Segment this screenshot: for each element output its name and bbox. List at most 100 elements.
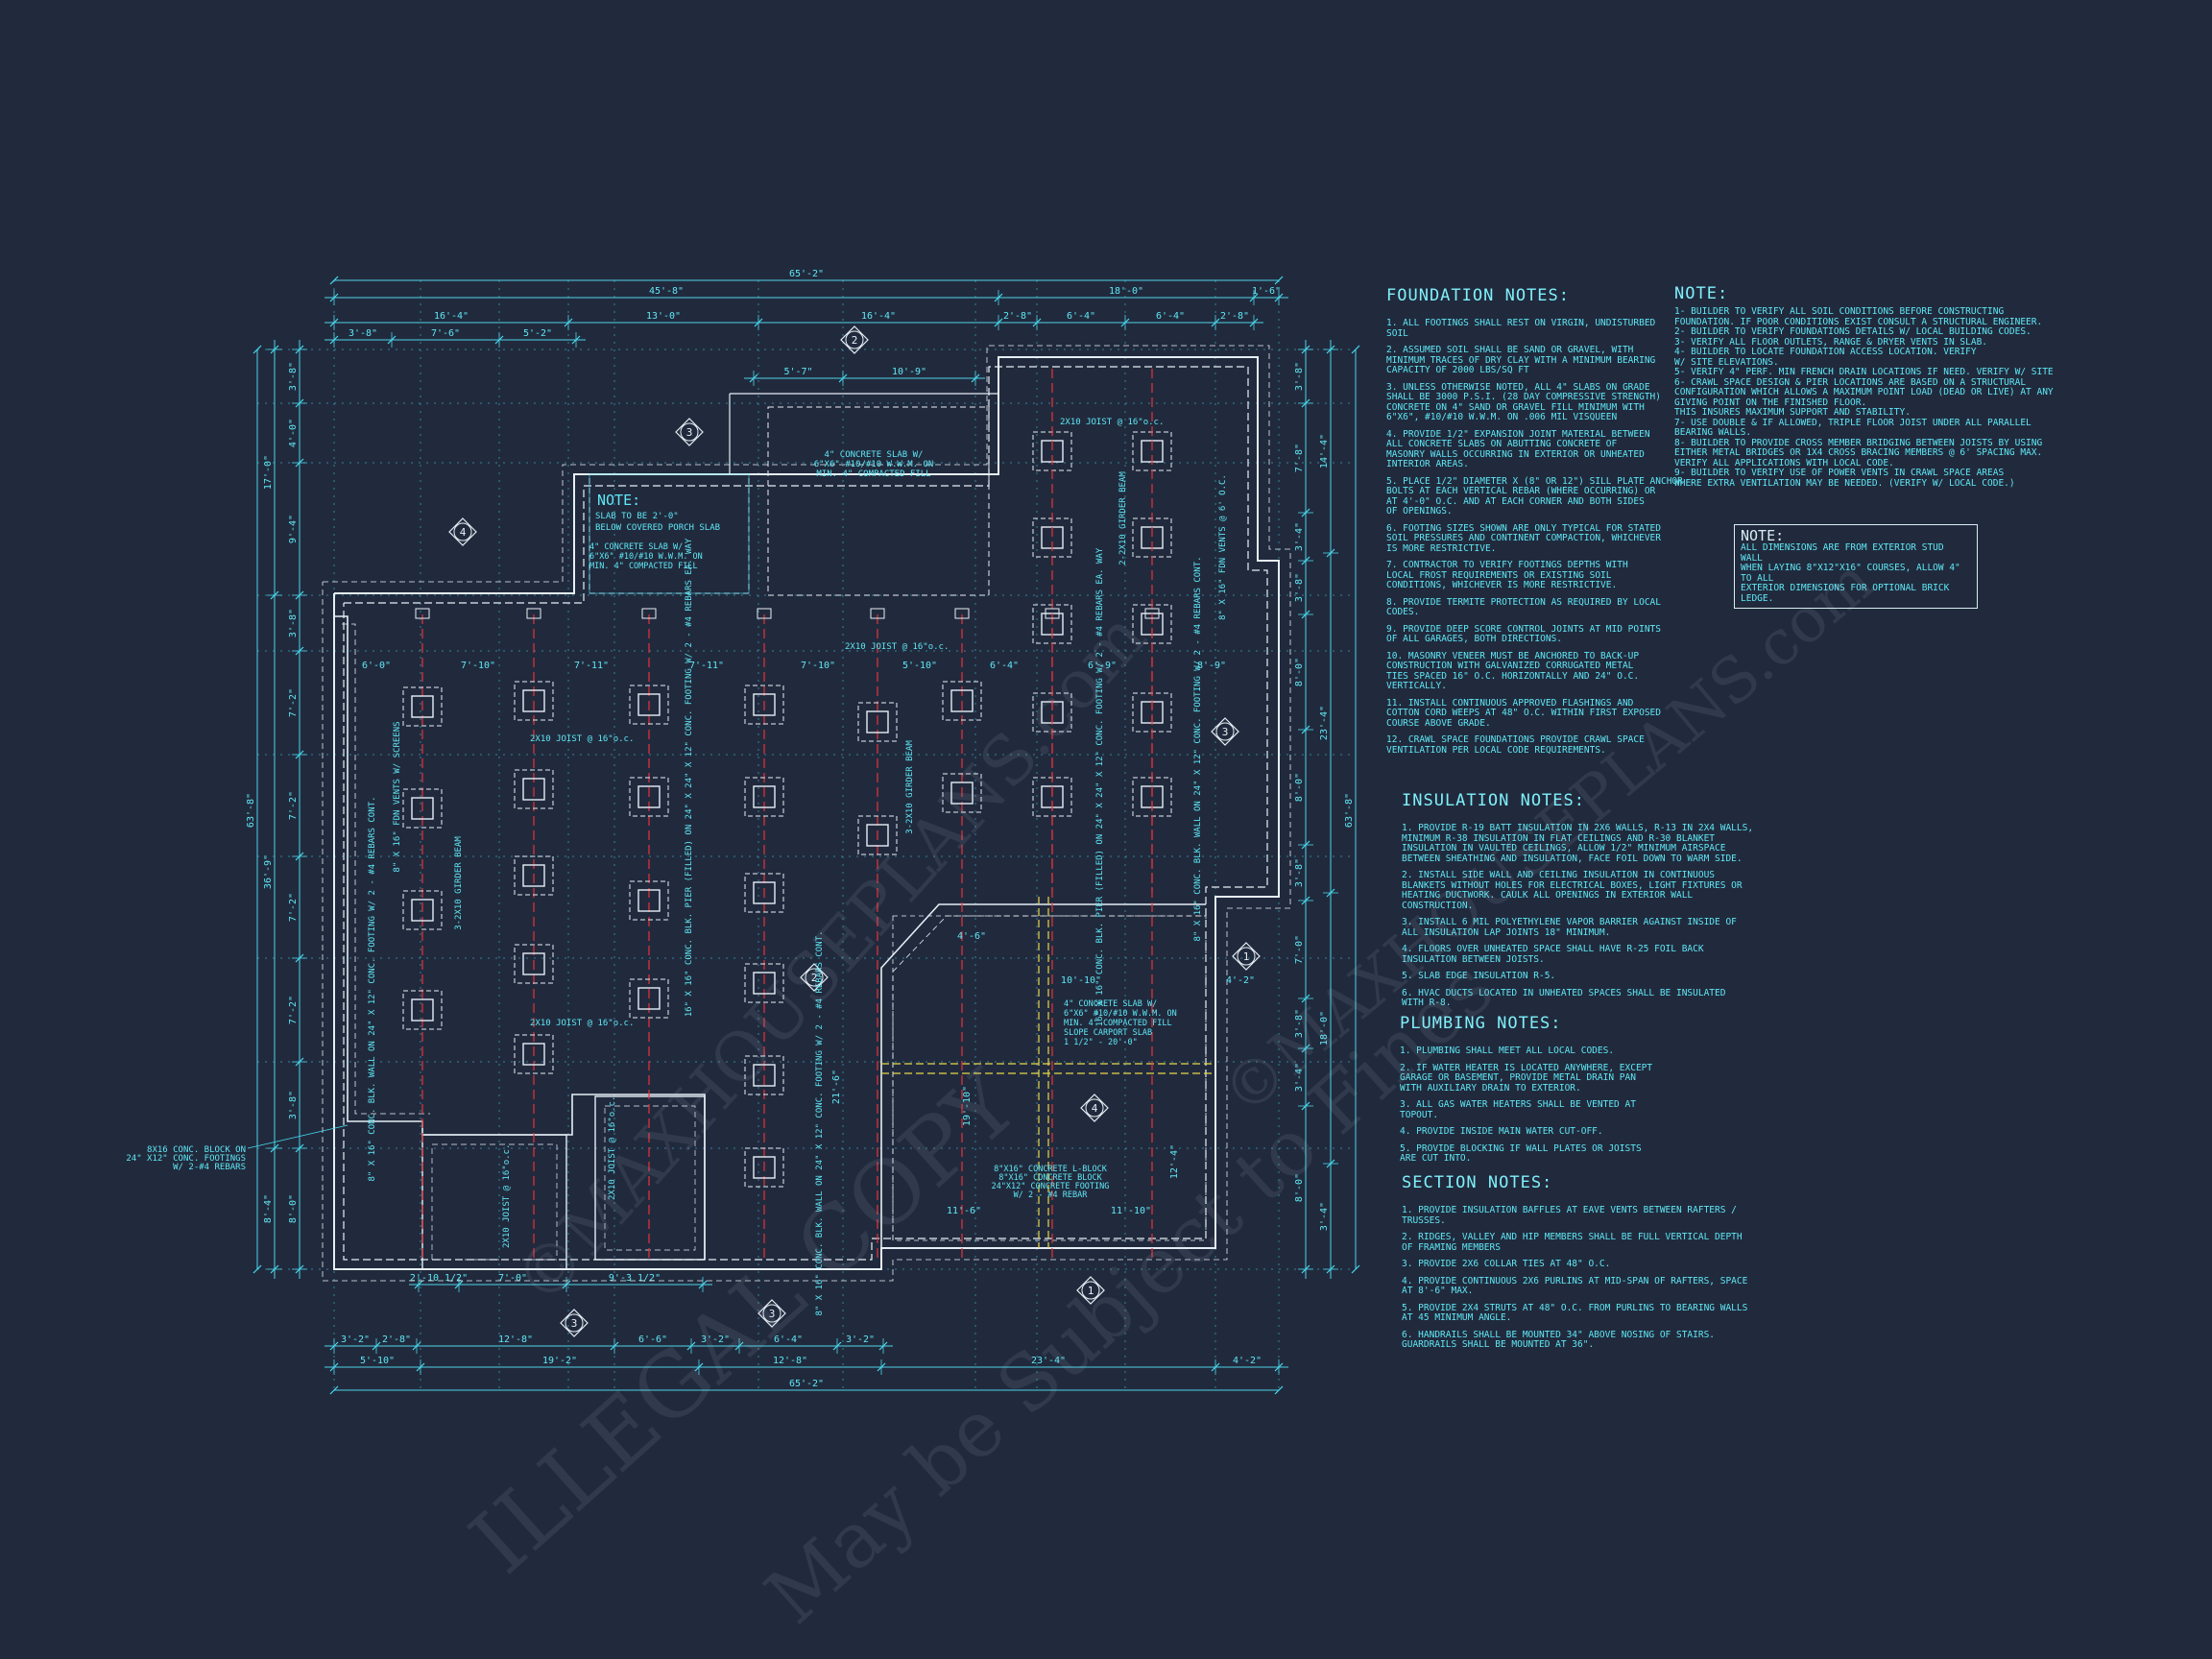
porch-slab-text: MIN. 4" COMPACTED FILL (589, 562, 698, 571)
section-notes-item: 6. HANDRAILS SHALL BE MOUNTED 34" ABOVE … (1402, 1329, 1716, 1350)
dimension-label: 6'-6" (638, 1334, 667, 1345)
dimension-tick (694, 1362, 704, 1372)
section-notes: SECTION NOTES: 1. PROVIDE INSULATION BAF… (1402, 1173, 1786, 1358)
dimension-tick (1301, 556, 1310, 565)
dimension-label: 6'-4" (774, 1334, 803, 1345)
dimension-tick (387, 335, 397, 345)
dimension-tick (295, 458, 304, 468)
dimension-tick (610, 1341, 619, 1351)
section-marker (757, 1299, 786, 1328)
porch-note-text: BELOW COVERED PORCH SLAB (595, 523, 720, 533)
pier-block (753, 785, 776, 808)
carport-wall (880, 903, 1206, 1248)
dimension-tick (295, 750, 304, 759)
section-marker-label: 2 (811, 972, 818, 984)
pier-block (753, 881, 776, 904)
pier-block (753, 972, 776, 995)
dimension-tick (295, 398, 304, 408)
general-note-item: 8- BUILDER TO PROVIDE CROSS MEMBER BRIDG… (1674, 437, 2043, 469)
dimension-label: 3'-8" (1294, 1009, 1305, 1038)
dimension-tick (295, 852, 304, 861)
plumbing-notes: PLUMBING NOTES: 1. PLUMBING SHALL MEET A… (1400, 1014, 1784, 1171)
dimension-tick (838, 373, 848, 383)
carport-slab-text: MIN. 4" COMPACTED FILL (1064, 1019, 1172, 1028)
section-notes-item: 2. RIDGES, VALLEY AND HIP MEMBERS SHALL … (1402, 1232, 1743, 1253)
dimension-tick (749, 373, 758, 383)
pier-footing (514, 855, 554, 896)
dimension-tick (877, 1362, 886, 1372)
insulation-notes-item: 4. FLOORS OVER UNHEATED SPACE SHALL HAVE… (1402, 944, 1704, 965)
pier-footing (857, 702, 898, 742)
dimension-tick (329, 1341, 339, 1351)
pier-block (637, 889, 661, 912)
dimension-label: 23'-4" (1319, 706, 1330, 740)
dimension-label: 7'-2" (288, 996, 299, 1024)
joist-label: 2X10 JOIST @ 16"o.c. (608, 1096, 617, 1200)
dimension-label: 3'-8" (288, 1091, 299, 1119)
dimension-label: 18'-0" (1109, 286, 1143, 297)
dimension-note-title: NOTE: (1741, 527, 1785, 544)
interior-dimension: 4'-2" (1226, 975, 1255, 986)
pier-note: 16" X 16" CONC. BLK. PIER (FILLED) ON 24… (1095, 547, 1105, 1026)
dimension-label: 65'-2" (789, 269, 824, 279)
dimension-tick (1301, 1101, 1310, 1111)
general-note-item: 3- VERIFY ALL FLOOR OUTLETS, RANGE & DRY… (1674, 336, 1988, 348)
dimension-label: 16'-4" (434, 311, 469, 322)
block-footing-text: W/ 2 - #4 REBAR (1014, 1190, 1089, 1200)
exterior-wall-outer (333, 356, 1280, 1270)
section-marker-circle (1237, 947, 1256, 966)
left-callout-text: W/ 2-#4 REBARS (173, 1163, 246, 1172)
section-marker-label: 4 (460, 526, 467, 539)
dimension-label: 7'-2" (288, 688, 299, 717)
dimension-tick (329, 1362, 339, 1372)
general-note-item: 9- BUILDER TO VERIFY USE OF POWER VENTS … (1674, 468, 2015, 489)
insulation-notes-item: 6. HVAC DUCTS LOCATED IN UNHEATED SPACES… (1402, 987, 1726, 1008)
foundation-notes-item: 2. ASSUMED SOIL SHALL BE SAND OR GRAVEL,… (1386, 345, 1656, 375)
dimension-label: 14'-4" (1319, 434, 1330, 469)
insulation-notes: INSULATION NOTES: 1. PROVIDE R-19 BATT I… (1402, 791, 1786, 1016)
dimension-label: 12'-8" (498, 1334, 533, 1345)
dimension-label: 8'-0" (1294, 773, 1305, 802)
dimension-label: 65'-2" (789, 1379, 824, 1389)
general-note-item: 7- USE DOUBLE & IF ALLOWED, TRIPLE FLOOR… (1674, 417, 2032, 438)
dimension-label: 23'-4" (1031, 1356, 1066, 1366)
left-callout-text: 8X16 CONC. BLOCK ON (147, 1145, 246, 1155)
wall-note: 8" X 16" CONC. BLK. WALL ON 24" X 12" CO… (368, 797, 377, 1182)
dimension-label: 4'-0" (288, 419, 299, 447)
foundation-notes-item: 7. CONTRACTOR TO VERIFY FOOTINGS DEPTHS … (1386, 560, 1628, 590)
block-footing-text: 24"X12" CONCRETE FOOTING (992, 1182, 1110, 1191)
plumbing-notes-item: 1. PLUMBING SHALL MEET ALL LOCAL CODES. (1400, 1046, 1615, 1056)
dimension-label: 3'-4" (1319, 1202, 1330, 1231)
dimension-tick (1301, 1264, 1310, 1274)
foundation-notes-item: 8. PROVIDE TERMITE PROTECTION AS REQUIRE… (1386, 596, 1661, 617)
pier-footing (744, 777, 784, 817)
section-marker-label: 1 (1243, 950, 1250, 963)
plumbing-notes-item: 2. IF WATER HEATER IS LOCATED ANYWHERE, … (1400, 1062, 1653, 1094)
dimension-label: 19'-2" (542, 1356, 577, 1366)
pier-footing (629, 685, 669, 725)
interior-dimension: 7'-11" (689, 661, 724, 671)
dimension-label: 3'-2" (341, 1334, 370, 1345)
dimension-tick (994, 318, 1003, 327)
block-footing-text: 8"X16" CONCRETE L-BLOCK (994, 1165, 1108, 1174)
dimension-label: 3'-8" (288, 609, 299, 637)
dimension-note: NOTE: ALL DIMENSIONS ARE FROM EXTERIOR S… (1734, 524, 1978, 609)
dimension-tick (295, 345, 304, 354)
joist-label: 2X10 JOIST @ 16"o.c. (530, 734, 634, 744)
carport-slab-text: 4" CONCRETE SLAB W/ (1064, 999, 1157, 1009)
dimension-label: 5'-7" (783, 367, 812, 377)
dimension-tick (295, 1057, 304, 1067)
dimension-tick (1351, 345, 1360, 354)
pier-block (950, 689, 974, 712)
dimension-tick (329, 335, 339, 345)
porch-slab-line (589, 473, 750, 594)
pier-cap (1144, 608, 1160, 619)
pier-block (866, 710, 889, 733)
section-marker-circle (1081, 1281, 1100, 1300)
dimension-label: 3'-2" (846, 1334, 875, 1345)
dimension-tick (1249, 318, 1259, 327)
dimension-tick (1249, 293, 1259, 302)
dimension-tick (698, 1280, 708, 1289)
pier-block (522, 952, 545, 975)
dimension-tick (1326, 888, 1335, 898)
